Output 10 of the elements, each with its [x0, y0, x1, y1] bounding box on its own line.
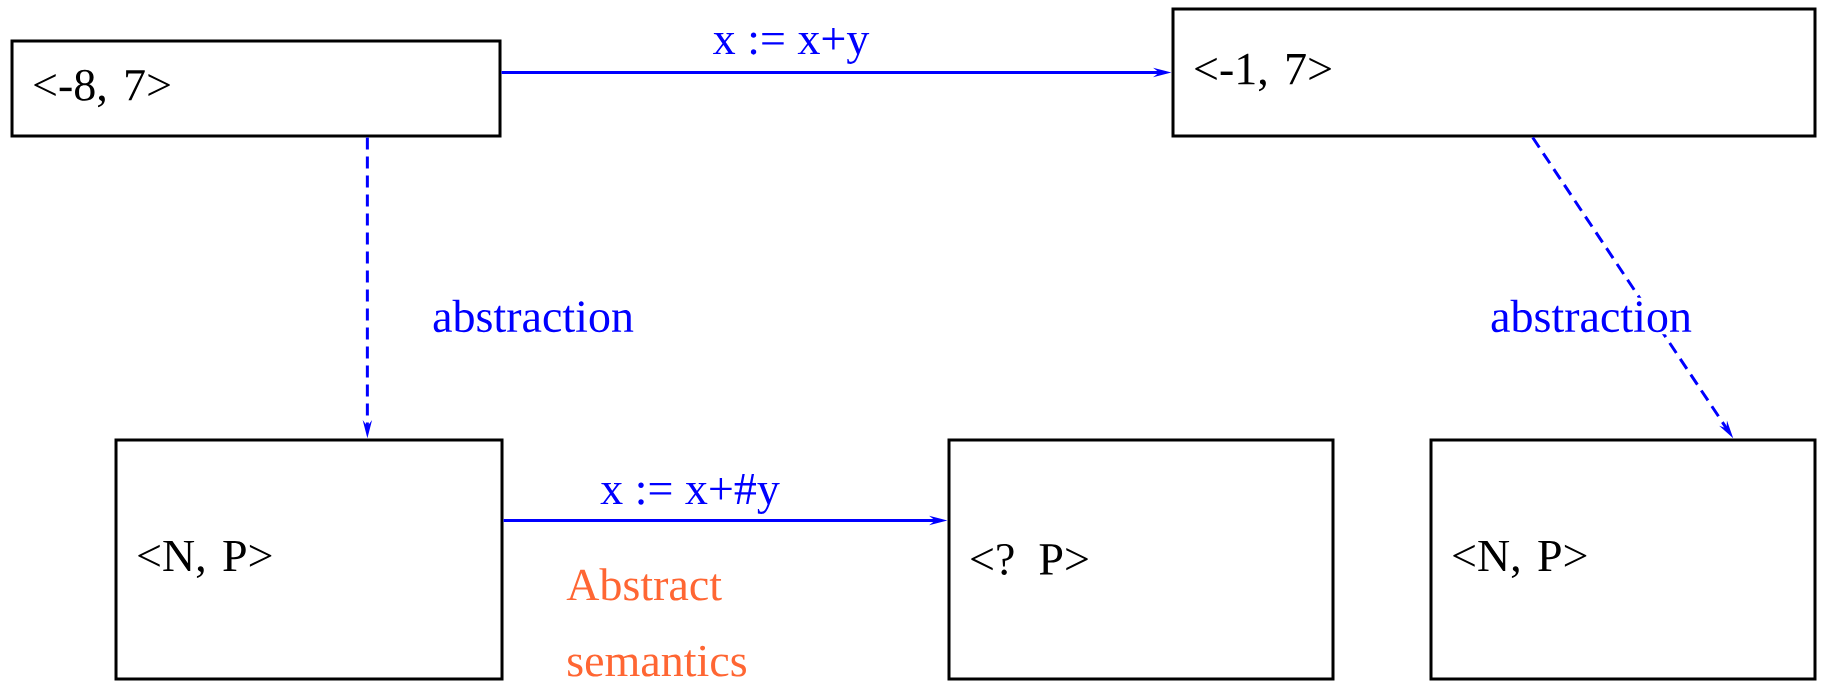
edge-label: abstraction	[1488, 297, 1694, 335]
state-box: <N, P>	[114, 438, 504, 681]
edge-label: abstraction	[430, 297, 636, 335]
state-box: <-8, 7>	[10, 39, 502, 138]
state-box: <-1, 7>	[1171, 7, 1817, 138]
annotation-text: Abstract semantics	[566, 568, 746, 677]
edge-label: x := x+#y	[598, 471, 782, 516]
edge-label: x := x+y	[710, 26, 872, 66]
state-box: <? P>	[947, 438, 1335, 681]
state-box: <N, P>	[1429, 438, 1817, 681]
